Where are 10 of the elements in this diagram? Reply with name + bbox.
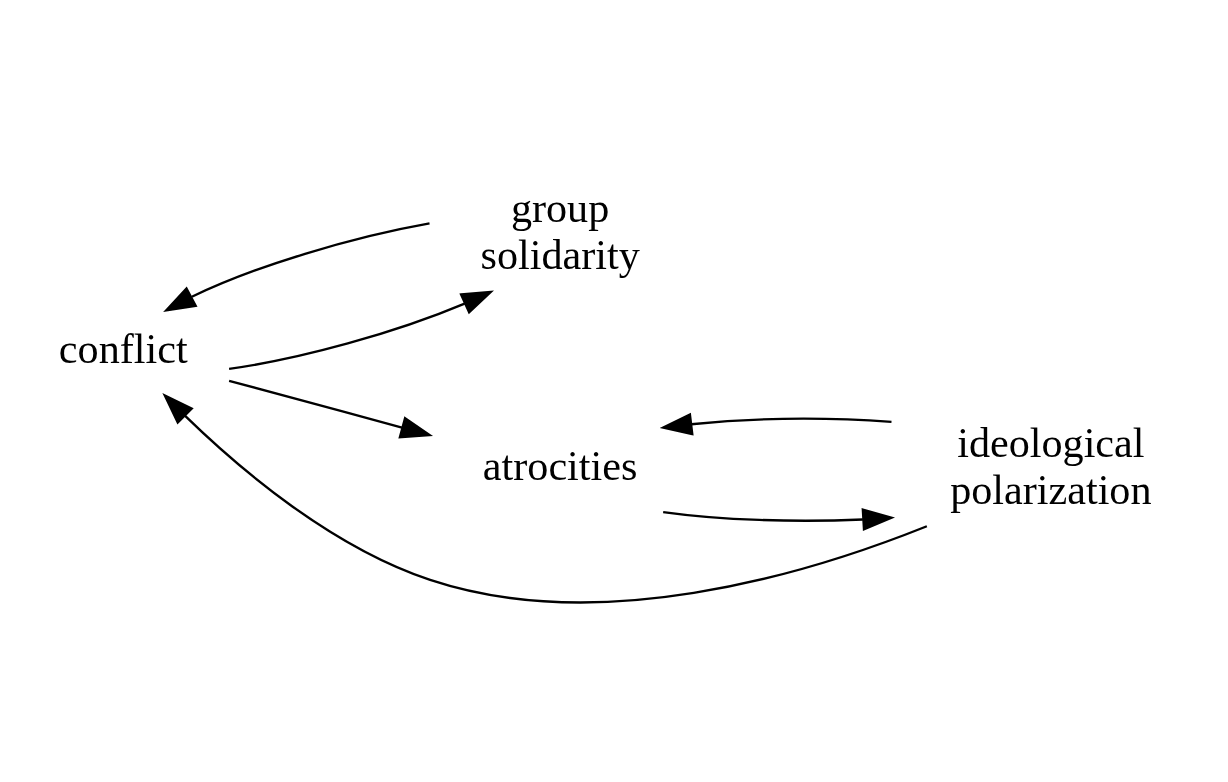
arrow bbox=[228, 289, 494, 370]
arrow bbox=[163, 221, 430, 312]
arrow bbox=[228, 379, 433, 438]
node-text: group solidarity bbox=[480, 183, 640, 278]
node-text: atrocities bbox=[482, 441, 638, 489]
arrow bbox=[162, 392, 928, 603]
node-text: conflict bbox=[58, 324, 188, 372]
arrow bbox=[663, 507, 895, 531]
arrow bbox=[659, 412, 892, 436]
node-text: ideological polarization bbox=[950, 418, 1152, 513]
